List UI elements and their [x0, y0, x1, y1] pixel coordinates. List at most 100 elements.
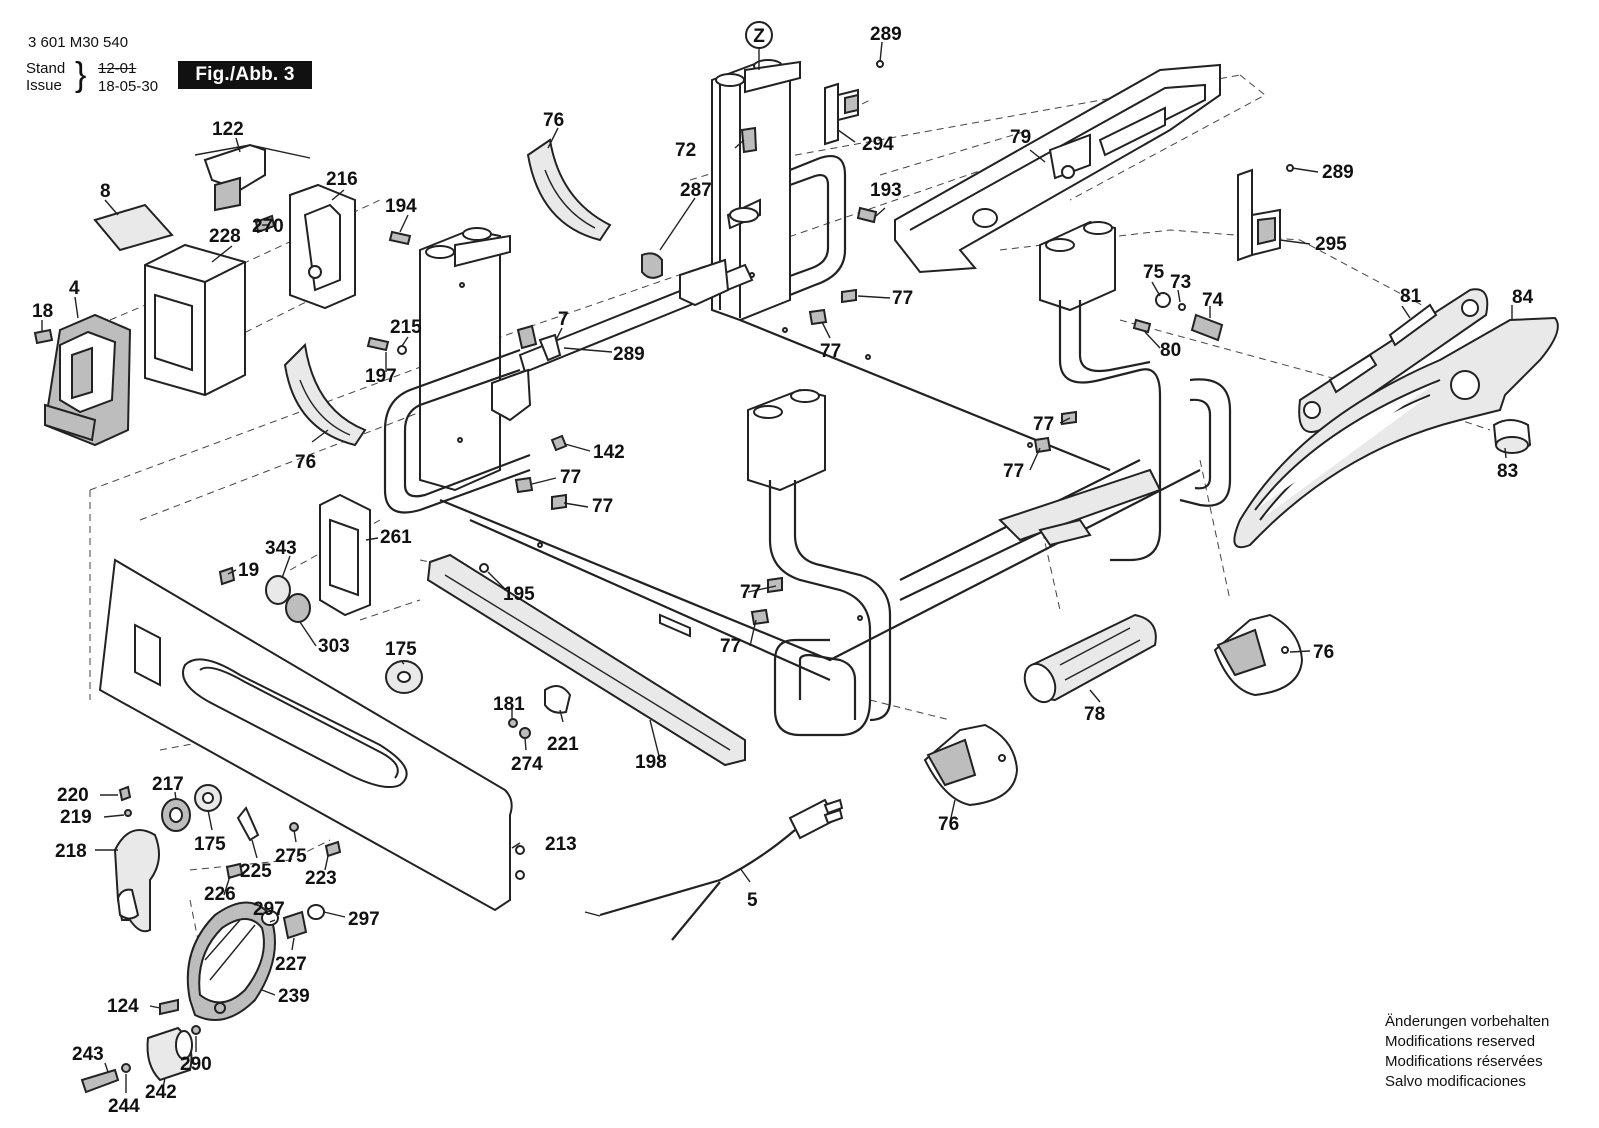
part-clip-225 [225, 806, 342, 880]
part-number: 83 [1497, 461, 1518, 482]
part-number: 195 [503, 584, 535, 605]
part-number: 193 [870, 180, 902, 201]
part-number: 221 [547, 734, 579, 755]
notice-line-fr: Modifications réservées [1385, 1053, 1543, 1070]
part-number: 243 [72, 1044, 104, 1065]
part-number: 275 [275, 846, 307, 867]
revision-new: 18-05-30 [98, 78, 159, 95]
part-plate-84 [1233, 316, 1559, 549]
part-number: 124 [107, 996, 139, 1017]
part-knob-221-181-274 [508, 685, 572, 739]
part-number: 217 [152, 774, 184, 795]
part-number: 226 [204, 884, 236, 905]
stand-issue-label: Stand Issue [26, 60, 65, 94]
part-rail-198 [426, 553, 746, 767]
part-label-8 [93, 203, 174, 252]
part-number: 77 [1003, 461, 1024, 482]
part-number: 5 [747, 890, 758, 911]
part-number: 239 [278, 986, 310, 1007]
part-number: 227 [275, 954, 307, 975]
part-number: 194 [385, 196, 417, 217]
part-number: 197 [365, 366, 397, 387]
part-number: 287 [680, 180, 712, 201]
part-number: 220 [57, 785, 89, 806]
issue-label: Issue [26, 77, 62, 94]
part-grip-78 [1023, 613, 1157, 704]
screws-left-cluster [33, 214, 730, 452]
part-number: 18 [32, 301, 53, 322]
part-switch-box-228 [144, 243, 246, 397]
callout-z-label: Z [753, 26, 765, 47]
part-number: 175 [385, 639, 417, 660]
part-number: 297 [348, 909, 380, 930]
part-number: 78 [1084, 704, 1105, 725]
part-lever-218 [113, 829, 160, 933]
part-switch-bracket-216 [289, 183, 356, 310]
part-bracket-295 [1237, 168, 1281, 262]
part-number: 198 [635, 752, 667, 773]
modifications-notice: Änderungen vorbehalten Modifications res… [1385, 1012, 1549, 1092]
document-number: 3 601 M30 540 [28, 34, 129, 51]
main-frame [383, 59, 1232, 737]
part-number-labels: 289 72 294 76 287 193 79 289 295 122 8 2… [32, 24, 1534, 1117]
part-number: 181 [493, 694, 525, 715]
part-number: 242 [145, 1082, 177, 1103]
part-number: 7 [558, 309, 569, 330]
revision-old: 12-01 [98, 60, 137, 77]
part-number: 79 [1010, 127, 1031, 148]
part-handwheel-239 [186, 901, 276, 1021]
part-number: 142 [593, 442, 625, 463]
part-number: 213 [545, 834, 577, 855]
part-knobs-343-303 [218, 566, 311, 623]
part-washer-175b [194, 784, 222, 812]
part-number: 75 [1143, 262, 1165, 283]
part-number: 74 [1202, 290, 1224, 311]
leader-lines [41, 41, 1513, 1093]
part-switch-4 [43, 313, 132, 447]
screws-right-cluster [479, 60, 1294, 626]
notice-line-en: Modifications reserved [1385, 1033, 1536, 1050]
part-number: 215 [390, 317, 422, 338]
part-number: 77 [560, 467, 581, 488]
part-number: 80 [1160, 340, 1181, 361]
part-number: 225 [240, 861, 272, 882]
stand-label: Stand [26, 60, 66, 77]
part-number: 244 [108, 1096, 140, 1117]
part-number: 73 [1170, 272, 1191, 293]
part-number: 8 [100, 181, 111, 202]
figure-badge: Fig./Abb. 3 [178, 61, 312, 89]
part-number: 294 [862, 134, 894, 155]
part-number: 289 [613, 344, 645, 365]
part-number: 122 [212, 119, 244, 140]
part-number: 274 [511, 754, 543, 775]
part-number: 19 [238, 560, 259, 581]
part-number: 297 [253, 899, 285, 920]
part-number: 228 [209, 226, 241, 247]
part-number: 77 [820, 341, 841, 362]
part-front-panel-213 [98, 558, 525, 912]
part-number: 76 [295, 452, 316, 473]
notice-line-es: Salvo modificaciones [1385, 1073, 1526, 1090]
part-power-cord-5 [584, 798, 844, 941]
part-foot-76-right [1213, 613, 1304, 697]
brace-glyph: } [75, 56, 87, 94]
part-number: 261 [380, 527, 412, 548]
part-number: 175 [194, 834, 226, 855]
part-number: 218 [55, 841, 87, 862]
part-guard-76-left [283, 342, 367, 447]
part-foot-76-bottom [923, 723, 1019, 807]
part-sleeve-242 [80, 998, 201, 1094]
callout-z: Z [745, 21, 773, 70]
part-number: 77 [1033, 414, 1054, 435]
part-number: 4 [69, 278, 80, 299]
part-number: 343 [265, 538, 297, 559]
part-number: 295 [1315, 234, 1347, 255]
part-hub-217 [118, 785, 191, 832]
part-number: 216 [326, 169, 358, 190]
part-bracket-261 [319, 493, 371, 617]
part-number: 76 [1313, 642, 1334, 663]
part-number: 303 [318, 636, 350, 657]
part-number: 77 [892, 288, 913, 309]
part-number: 289 [1322, 162, 1354, 183]
